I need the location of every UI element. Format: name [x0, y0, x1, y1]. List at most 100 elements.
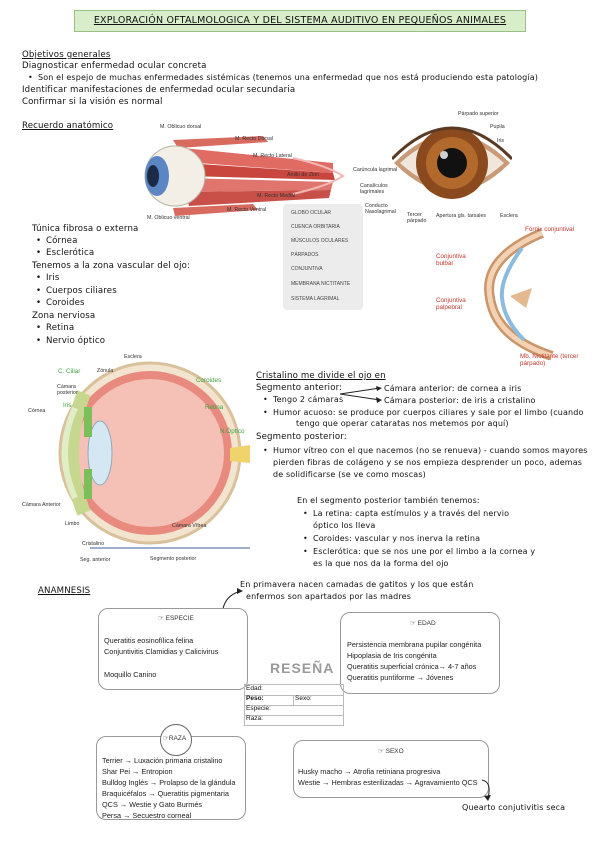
- esclerotica-item: es la que nos da la forma del ojo: [313, 559, 449, 568]
- eye-muscles-figure: [143, 118, 353, 223]
- zona-nerviosa: Zona nerviosa: [32, 311, 96, 321]
- retina-item: óptico los lleva: [313, 521, 376, 530]
- fig3-label: Mb. Nictitante (tercer párpado): [520, 353, 579, 367]
- primavera-note: En primavera nacen camadas de gatitos y …: [240, 580, 474, 589]
- tunica-item: Iris: [36, 273, 60, 285]
- humor-vitreo: Humor vítreo con el que nacemos (no se r…: [263, 446, 588, 457]
- fig4-label: Cámara posterior: [57, 384, 78, 396]
- coroides-item: Coroides: vascular y nos inerva la retin…: [303, 534, 480, 545]
- objetivo-line: Identificar manifestaciones de enfermeda…: [22, 85, 296, 95]
- resena-form: [244, 684, 344, 726]
- objetivo-line: Confirmar si la visión es normal: [22, 97, 163, 107]
- primavera-note: enfermos son apartados por las madres: [246, 592, 412, 601]
- fig4-label: Coroides: [196, 377, 222, 384]
- fig4-label: Seg. anterior: [80, 557, 111, 563]
- fig3-label: Fórnix conjuntival: [525, 226, 574, 233]
- eye-front-figure: [390, 115, 514, 210]
- raza-item: QCS → Westie y Gato Burmés: [102, 800, 203, 809]
- fig2-label: Esclera: [500, 213, 518, 219]
- edad-item: Queratitis superficial crónica→ 4-7 años: [347, 662, 477, 671]
- objetivo-line: Diagnosticar enfermedad ocular concreta: [22, 61, 207, 71]
- fig4-label: Limbo: [65, 521, 80, 527]
- edad-header: ☞ EDAD: [410, 620, 436, 627]
- page-title: EXPLORACIÓN OFTALMOLOGICA Y DEL SISTEMA …: [74, 10, 526, 32]
- fig1-label: M. Recto Ventral: [227, 207, 267, 213]
- eye-section-figure: [20, 353, 250, 568]
- objetivos-heading: Objetivos generales: [22, 50, 111, 60]
- resena-field: Peso:: [246, 695, 264, 702]
- resena-title: RESEÑA: [270, 660, 335, 676]
- fig3-label: Conjuntiva palpebral: [436, 297, 466, 311]
- conjunctiva-figure: [462, 228, 562, 361]
- humor-acuoso: tengo que operar cataratas nos metemos p…: [296, 419, 509, 428]
- topic-item: MEMBRANA NICTITANTE: [291, 281, 351, 287]
- topic-item: MÚSCULOS OCULARES: [291, 238, 349, 244]
- especie-item: Moquillo Canino: [104, 670, 157, 679]
- tunica-item: Coroides: [36, 298, 85, 310]
- topic-item: CUENCA ORBITARIA: [291, 224, 340, 230]
- edad-box: [340, 612, 500, 694]
- fig1-label: M. Recto Dorsal: [235, 136, 273, 142]
- arrow-qcs: [478, 778, 498, 802]
- fig4-label: C. Ciliar: [58, 368, 81, 375]
- recuerdo-heading: Recuerdo anatómico: [22, 121, 114, 131]
- dos-camaras: Tengo 2 cámaras: [263, 395, 343, 406]
- fig2-label: Apertura gls. tarsales: [436, 213, 487, 219]
- fig2-label: Conducto Nasolagrimal: [365, 203, 396, 215]
- resena-field: Edad:: [246, 685, 263, 692]
- fig4-label: Zónula: [97, 368, 114, 374]
- especie-item: Conjuntivitis Clamidias y Calicivirus: [104, 647, 219, 656]
- fig1-label: M. Recto Lateral: [253, 153, 292, 159]
- especie-item: Queratitis eosinofílica felina: [104, 636, 194, 645]
- especie-box: [98, 608, 248, 690]
- fig2-label: Tercer párpado: [407, 212, 427, 224]
- raza-item: Braquicéfalos → Queratitis pigmentaria: [102, 789, 229, 798]
- resena-field: Sexo:: [295, 695, 312, 702]
- tunica-item: Retina: [36, 323, 74, 335]
- fig2-label: Párpado superior: [458, 111, 499, 117]
- resena-field: Raza:: [246, 715, 263, 722]
- raza-item: Shar Pei → Entropion: [102, 767, 173, 776]
- humor-vitreo: de solidificarse (se ve como moscas): [273, 470, 426, 479]
- camara-anterior: Cámara anterior: de cornea a iris: [384, 384, 522, 393]
- segmento-anterior: Segmento anterior:: [256, 383, 343, 393]
- topic-item: SISTEMA LAGRIMAL: [291, 296, 340, 302]
- topic-item: GLOBO OCULAR: [291, 210, 332, 216]
- fig1-label: M. Oblicuo ventral: [147, 215, 190, 221]
- tunica-item: Nervio óptico: [36, 336, 105, 348]
- raza-item: Terrier → Luxación primaria cristalino: [102, 756, 223, 765]
- tunica-item: Córnea: [36, 236, 78, 248]
- fig4-label: Segmento posterior: [150, 556, 197, 562]
- fig2-label: Pupila: [490, 124, 505, 130]
- sexo-item: Westie → Hembras esterilizadas → Agravam…: [298, 778, 478, 787]
- sexo-header: ☞ SEXO: [378, 748, 404, 755]
- especie-header: ☞ ESPECIE: [158, 615, 194, 622]
- fig1-label: M. Recto Medial: [257, 193, 296, 199]
- resena-field: Especie:: [246, 705, 271, 712]
- fig2-label: Carúncula lagrimal: [353, 167, 398, 173]
- esclerotica-item: Esclerótica: que se nos une por el limbo…: [303, 547, 535, 558]
- fig4-label: Cámara Vítrea: [172, 523, 207, 529]
- edad-item: Persistencia membrana pupilar congénita: [347, 640, 482, 649]
- fig4-label: Córnea: [28, 408, 46, 414]
- tunica-item: Esclerótica: [36, 248, 94, 260]
- fig2-label: Canalículos lagrimales: [360, 183, 388, 195]
- fig2-label: Iris: [497, 138, 505, 144]
- fig1-label: M. Oblicuo dorsal: [160, 124, 202, 130]
- retina-item: La retina: capta estímulos y a través de…: [303, 509, 509, 520]
- fig4-label: Iris: [63, 402, 72, 409]
- segmento-posterior: Segmento posterior:: [256, 432, 347, 442]
- fig4-label: N.Óptico: [220, 428, 245, 435]
- sexo-item: Husky macho → Atrofia retiniana progresi…: [298, 767, 441, 776]
- topic-item: PÁRPADOS: [291, 252, 319, 258]
- fig4-label: Retina: [205, 404, 224, 411]
- edad-item: Queratitis puntiforme → Jóvenes: [347, 673, 454, 682]
- objetivo-line: Son el espejo de muchas enfermedades sis…: [28, 73, 538, 84]
- arrows-camaras: [338, 384, 384, 404]
- fig4-label: Esclera: [124, 354, 142, 360]
- raza-item: Bulldog Inglés → Prolapso de la glándula: [102, 778, 236, 787]
- topic-item: CONJUNTIVA: [291, 266, 323, 272]
- humor-acuoso: Humor acuoso: se produce por cuerpos cil…: [263, 408, 584, 419]
- camara-posterior: Cámara posterior: de iris a cristalino: [384, 396, 536, 405]
- tunica-fibrosa: Túnica fibrosa o externa: [32, 224, 139, 234]
